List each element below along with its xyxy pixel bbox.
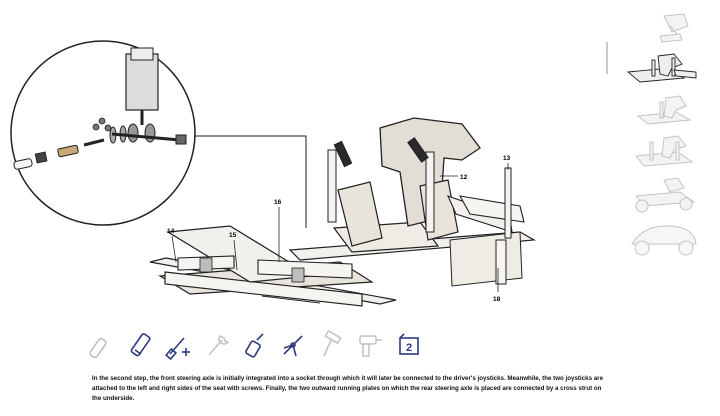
frame-rails — [149, 225, 536, 307]
rear-axle-post — [504, 167, 512, 239]
oil-bottle-icon — [245, 333, 264, 358]
active-step-indicator — [606, 42, 608, 74]
tools-bar: 2 — [88, 330, 428, 362]
detail-zoom-circle — [10, 40, 196, 226]
assembly-diagram: 12 13 14 15 16 18 — [10, 40, 536, 307]
part-label-18: 18 — [493, 296, 501, 303]
part-label-13: 13 — [503, 155, 511, 162]
step-3-thumbnail[interactable] — [614, 90, 710, 134]
step-6-thumbnail[interactable] — [614, 216, 710, 260]
glue-stick-icon — [130, 333, 151, 357]
screwdriver-icon — [165, 337, 190, 360]
dowel-icon — [89, 337, 107, 359]
step-4-thumbnail[interactable] — [614, 132, 710, 176]
detail-leader-line — [195, 135, 307, 228]
wrench-icon — [208, 334, 230, 356]
step-number: 2 — [406, 342, 412, 354]
pliers-icon — [283, 335, 303, 357]
part-label-15: 15 — [229, 232, 237, 239]
step-5-thumbnail[interactable] — [614, 174, 710, 218]
part-callouts: 12 13 14 15 16 18 — [167, 155, 511, 303]
step-navigator — [600, 0, 720, 300]
step-2-thumbnail[interactable] — [614, 48, 710, 92]
hammer-icon — [323, 330, 342, 357]
step-description: In the second step, the front steering a… — [92, 375, 604, 402]
part-label-12: 12 — [460, 174, 468, 181]
step-box-icon: 2 — [399, 333, 419, 355]
part-label-14: 14 — [167, 228, 175, 235]
part-label-16: 16 — [274, 199, 282, 206]
step-1-thumbnail[interactable] — [614, 6, 710, 50]
drill-icon — [359, 335, 382, 357]
joysticks — [327, 137, 435, 233]
